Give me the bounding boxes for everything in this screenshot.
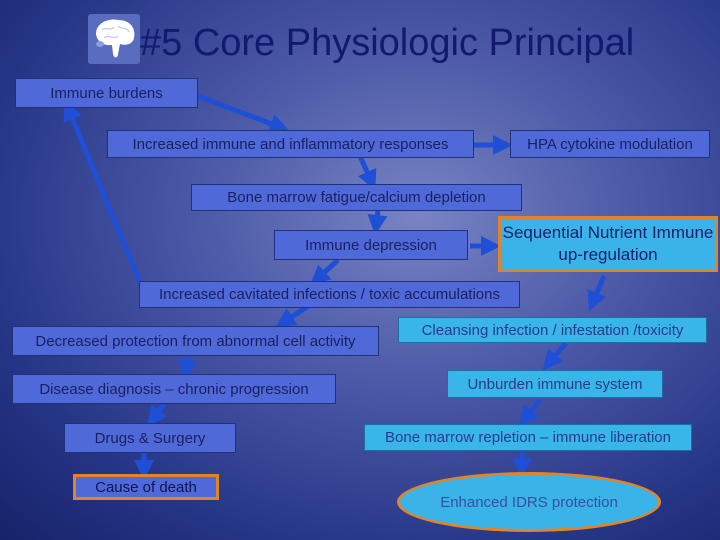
enhanced-idrs-oval: Enhanced IDRS protection — [397, 472, 661, 532]
arrow-depression-to-cavitated — [310, 258, 340, 286]
bone-marrow-fatigue-box: Bone marrow fatigue/calcium depletion — [191, 184, 522, 211]
brain-icon — [88, 14, 140, 64]
cavitated-infections-box: Increased cavitated infections / toxic a… — [139, 281, 520, 308]
arrow-fatigue-to-depression — [367, 209, 388, 235]
immune-burdens-box: Immune burdens — [15, 78, 198, 108]
arrow-disease-to-drugs — [147, 402, 168, 427]
drugs-surgery-box: Drugs & Surgery — [64, 423, 236, 453]
sequential-nutrient-box: Sequential Nutrient Immune up-regulation — [498, 216, 718, 272]
arrow-burdens-to-responses — [197, 93, 290, 134]
arrow-decreased-to-disease — [177, 355, 198, 380]
disease-diagnosis-box: Disease diagnosis – chronic progression — [12, 374, 336, 404]
arrow-cavitated-to-burdens — [63, 100, 143, 283]
arrow-cavitated-to-decreased — [275, 302, 312, 328]
unburden-box: Unburden immune system — [447, 370, 663, 398]
cleansing-box: Cleansing infection / infestation /toxic… — [398, 317, 707, 343]
hpa-box: HPA cytokine modulation — [510, 130, 710, 158]
immune-depression-box: Immune depression — [274, 230, 468, 260]
increased-responses-box: Increased immune and inflammatory respon… — [107, 130, 474, 158]
cause-of-death-box: Cause of death — [73, 474, 219, 500]
arrow-unburden-to-repletion — [519, 398, 542, 427]
bone-marrow-repletion-box: Bone marrow repletion – immune liberatio… — [364, 424, 692, 451]
arrow-responses-to-fatigue — [357, 154, 377, 191]
page-title: #5 Core Physiologic Principal — [140, 22, 635, 64]
decreased-protection-box: Decreased protection from abnormal cell … — [12, 326, 379, 356]
arrow-nutrient-to-cleansing — [587, 275, 607, 312]
arrow-cleansing-to-unburden — [542, 341, 568, 371]
